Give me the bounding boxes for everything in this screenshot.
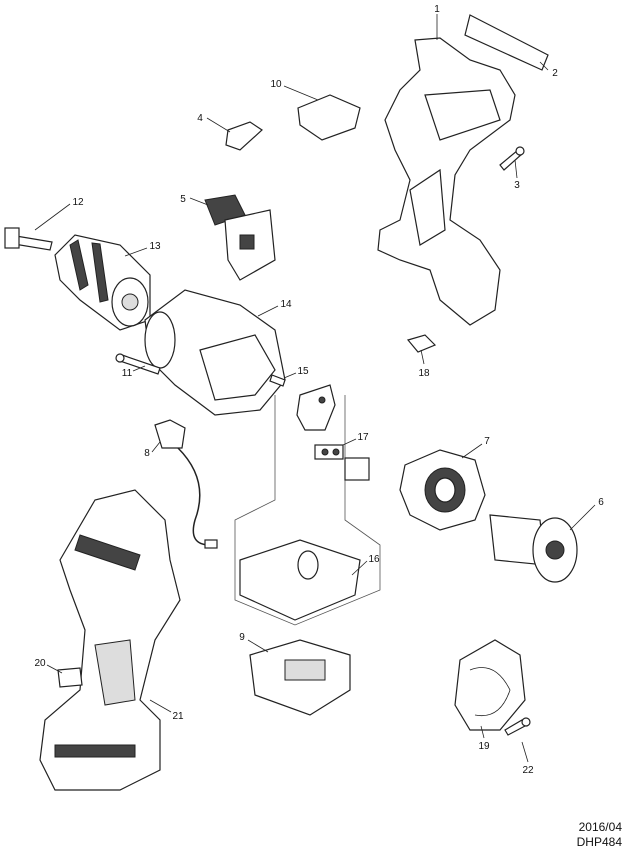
- rotor-part: [489, 514, 578, 583]
- label-plate-part: [464, 14, 549, 71]
- callout-7: 7: [484, 436, 490, 447]
- callout-22: 22: [522, 765, 534, 776]
- terminal-plate-part: [296, 384, 370, 481]
- callout-11: 11: [122, 368, 133, 379]
- callout-14: 14: [280, 299, 292, 310]
- callout-17: 17: [357, 432, 369, 443]
- leader-lines: [34, 14, 596, 763]
- rear-cover-part: [454, 639, 526, 731]
- callout-21: 21: [172, 711, 184, 722]
- callout-3: 3: [514, 180, 520, 191]
- callout-13: 13: [149, 241, 161, 252]
- callout-8: 8: [144, 448, 150, 459]
- callout-6: 6: [598, 497, 604, 508]
- screw-part-15: [269, 374, 286, 387]
- led-wire-part: [154, 419, 218, 549]
- screw-part-22: [504, 717, 531, 736]
- callout-10: 10: [270, 79, 282, 90]
- screw-part-11: [115, 353, 161, 375]
- clip-part-18: [406, 334, 437, 353]
- stator-part: [399, 449, 486, 531]
- callout-9: 9: [239, 632, 245, 643]
- housing-left-part: [39, 489, 181, 791]
- housing-right-part: [377, 37, 516, 326]
- callout-18: 18: [418, 368, 430, 379]
- callout-1: 1: [434, 4, 440, 15]
- screw-part-3: [499, 146, 525, 171]
- label-part-20: [57, 667, 83, 688]
- callout-5: 5: [180, 194, 186, 205]
- controller-board-part: [239, 539, 361, 621]
- switch-lever-part: [297, 94, 361, 141]
- keyless-chuck-part: [54, 234, 151, 331]
- gear-assembly-part: [144, 289, 286, 416]
- callout-15: 15: [297, 366, 309, 377]
- callout-16: 16: [368, 554, 380, 565]
- switch-part: [204, 194, 276, 281]
- callout-2: 2: [552, 68, 558, 79]
- callout-19: 19: [478, 741, 490, 752]
- screw-part-12: [4, 227, 53, 251]
- callout-4: 4: [197, 113, 203, 124]
- battery-terminal-part: [249, 639, 351, 716]
- brush-holder-part: [225, 121, 263, 151]
- callout-12: 12: [72, 197, 84, 208]
- assembly-group-outline: [234, 395, 381, 626]
- model-number: DHP484: [576, 835, 622, 849]
- revision-date: 2016/04: [578, 820, 622, 834]
- callout-20: 20: [34, 658, 46, 669]
